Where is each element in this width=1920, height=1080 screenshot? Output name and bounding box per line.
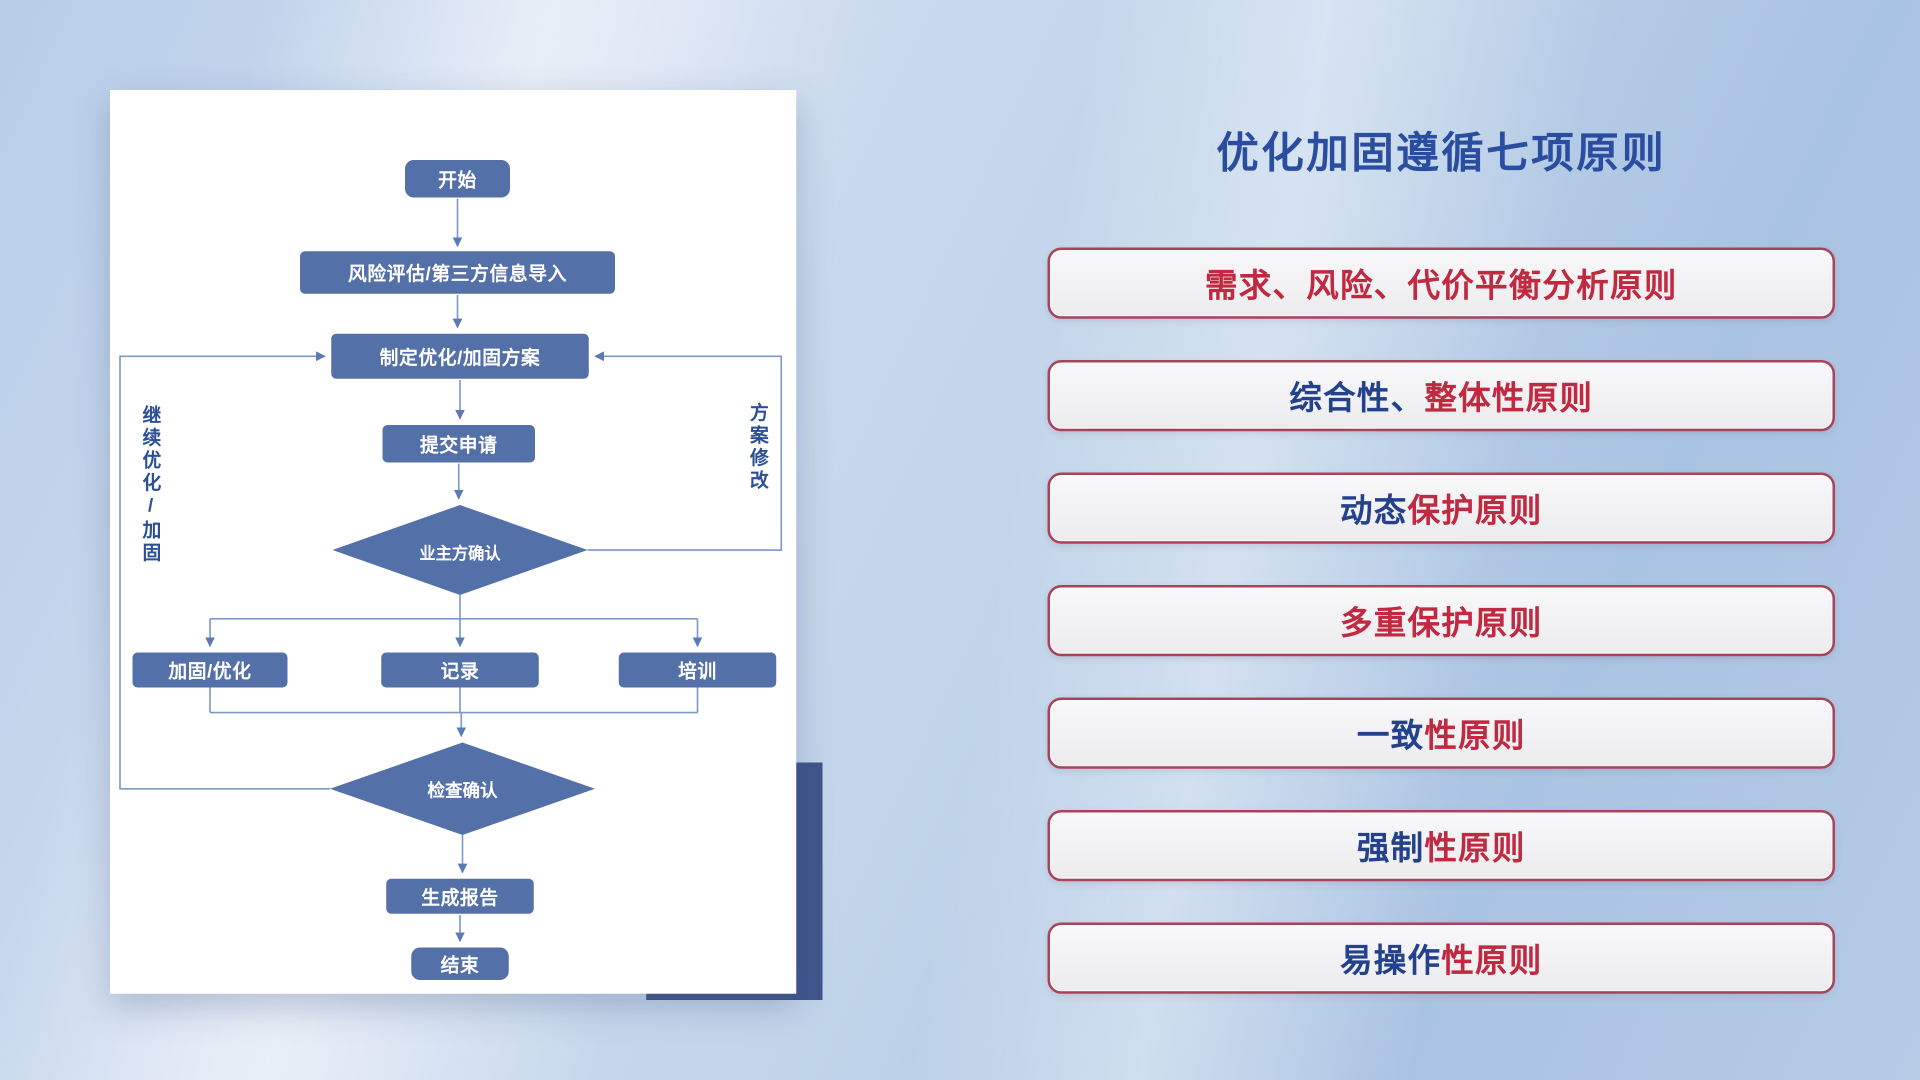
principle-text-segment: 强制	[1356, 828, 1425, 867]
flowchart-card: 开始 风险评估/第三方信息导入 制定优化/加固方案 提交申请 加固/优化 记录 …	[110, 90, 797, 994]
principle-text-segment: 需求、风险、代价平衡分析原则	[1204, 266, 1678, 304]
decision-label-owner-confirm: 业主方确认	[419, 543, 501, 563]
flow-node-training: 培训	[618, 652, 777, 688]
principle-pill: 多重保护原则	[1047, 585, 1835, 657]
principle-text-segment: 多重保护原则	[1339, 603, 1543, 642]
loop-label-plan-revision: 方案修改	[747, 402, 769, 493]
principle-text-segment: 整体性原则	[1424, 378, 1594, 417]
principle-pill: 需求、风险、代价平衡分析原则	[1047, 247, 1835, 319]
flow-node-harden-optimize: 加固/优化	[132, 652, 288, 688]
flow-node-end: 结束	[411, 947, 509, 980]
principle-text-segment: 一致	[1356, 716, 1425, 754]
principle-text-segment: 易操作	[1339, 941, 1442, 979]
flow-node-make-plan: 制定优化/加固方案	[331, 333, 589, 379]
principle-text-segment: 性原则	[1441, 941, 1543, 979]
loop-label-continue-optimize: 继续优化/加固	[140, 405, 162, 565]
principle-pill: 动态保护原则	[1047, 472, 1835, 544]
principle-text-segment: 综合性、	[1289, 378, 1425, 417]
principles-list: 需求、风险、代价平衡分析原则综合性、整体性原则动态保护原则多重保护原则一致性原则…	[1047, 247, 1835, 994]
decision-label-check-confirm: 检查确认	[427, 780, 498, 800]
flow-node-risk-assessment: 风险评估/第三方信息导入	[300, 251, 615, 294]
principle-pill: 易操作性原则	[1047, 922, 1835, 994]
decision-diamond-confirm	[332, 505, 588, 595]
principle-text-segment: 保护原则	[1407, 491, 1543, 529]
flow-connectors	[119, 198, 783, 943]
flow-node-submit-request: 提交申请	[382, 425, 535, 463]
principle-text-segment: 性原则	[1424, 716, 1526, 754]
flow-node-start: 开始	[405, 160, 510, 198]
flow-node-record: 记录	[381, 652, 539, 688]
principle-text-segment: 动态	[1339, 491, 1408, 529]
principle-pill: 综合性、整体性原则	[1047, 360, 1835, 432]
flow-node-generate-report: 生成报告	[386, 878, 534, 914]
principle-text-segment: 性原则	[1424, 828, 1526, 867]
principle-pill: 一致性原则	[1047, 697, 1835, 769]
decision-diamond-check	[330, 742, 595, 835]
principle-pill: 强制性原则	[1047, 810, 1835, 882]
page-title: 优化加固遵循七项原则	[1216, 130, 1667, 178]
